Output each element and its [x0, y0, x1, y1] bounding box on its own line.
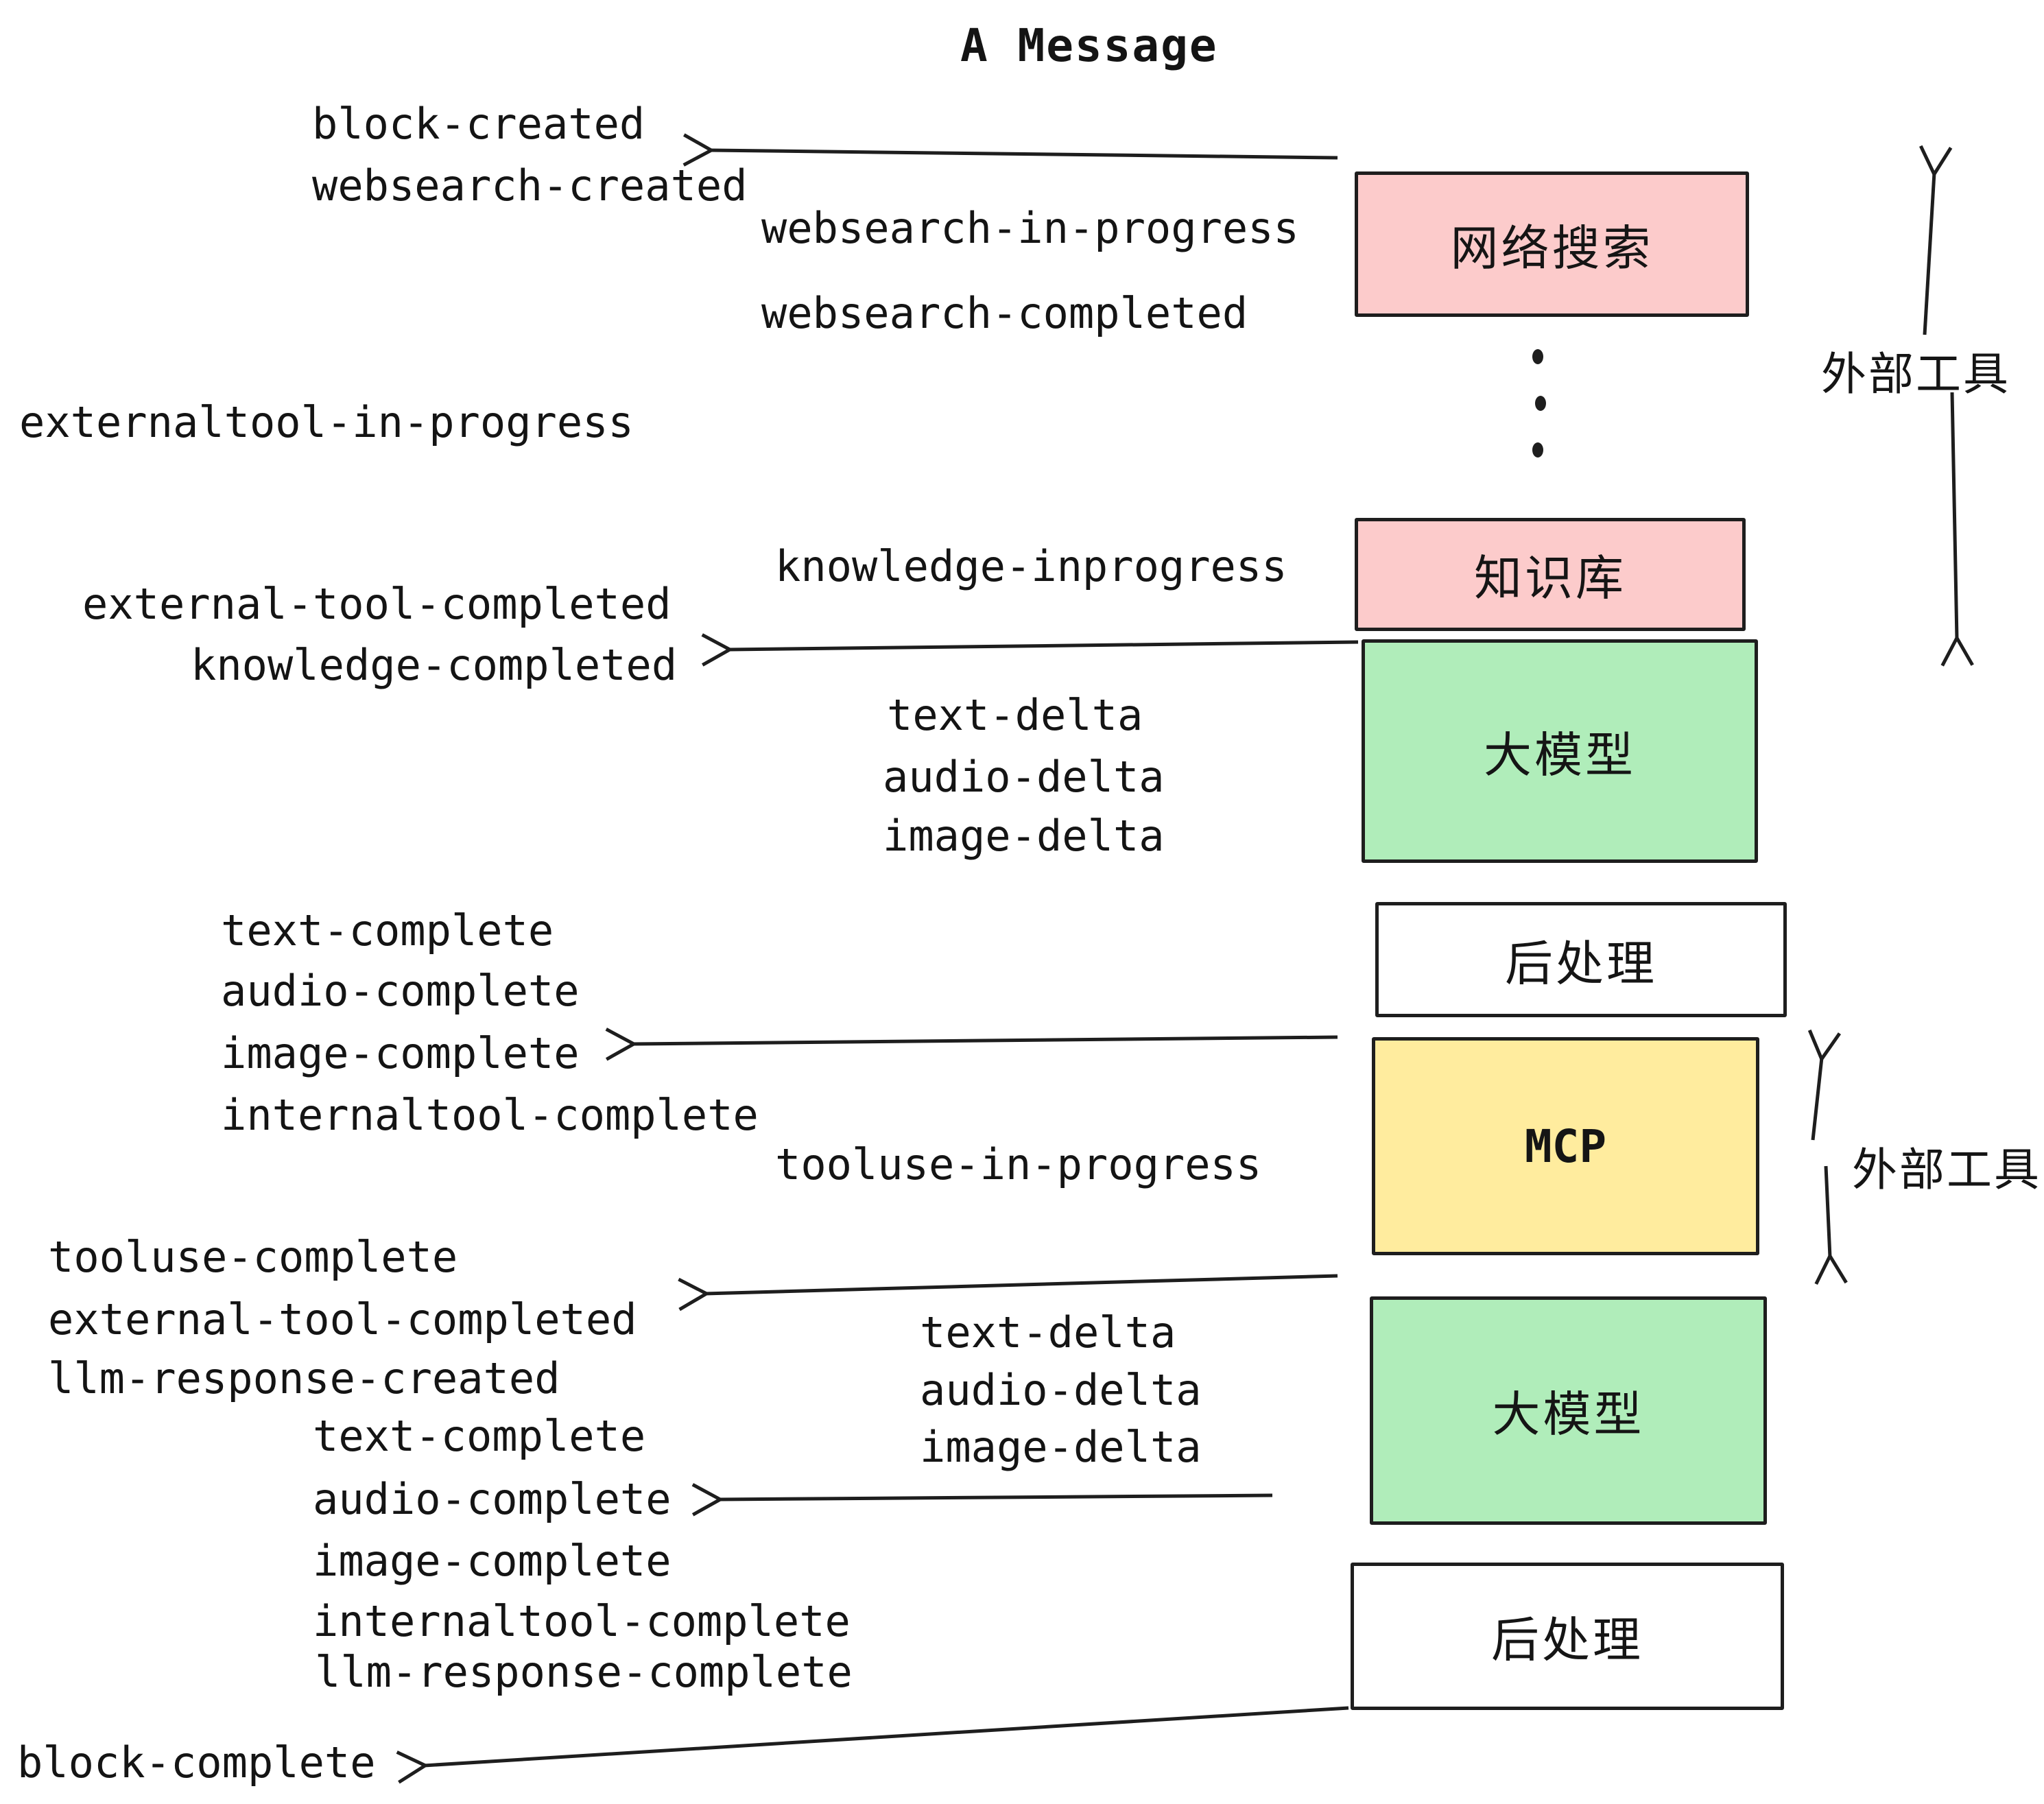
node-knowledge-label: 知识库 — [1474, 551, 1626, 605]
event-label-tooluse-in-progress: tooluse-in-progress — [775, 1139, 1262, 1189]
event-label-block-complete: block-complete — [17, 1737, 376, 1788]
event-label-image-delta-1: image-delta — [883, 811, 1165, 861]
ellipsis-dots — [1532, 349, 1546, 458]
event-label-text-delta-2: text-delta — [920, 1307, 1176, 1357]
event-label-audio-delta-1: audio-delta — [883, 752, 1165, 802]
event-label-external-tool-completed-1: external-tool-completed — [82, 579, 672, 629]
node-knowledge: 知识库 — [1355, 518, 1746, 631]
event-label-knowledge-inprogress: knowledge-inprogress — [775, 541, 1287, 591]
arrow-external-tools-bottom-down — [1814, 1165, 1848, 1285]
arrow-to-block-created — [682, 133, 1338, 167]
event-label-image-complete-1: image-complete — [221, 1028, 580, 1078]
event-label-text-delta-1: text-delta — [887, 690, 1143, 740]
event-label-external-tool-completed-2: external-tool-completed — [48, 1294, 637, 1344]
event-label-websearch-completed: websearch-completed — [761, 288, 1248, 338]
event-label-tooluse-complete: tooluse-complete — [48, 1232, 458, 1282]
page-title: A Message — [960, 19, 1218, 72]
node-websearch-label: 网络搜索 — [1450, 221, 1654, 275]
event-label-externaltool-in-progress: externaltool-in-progress — [19, 397, 634, 447]
node-llm-1-label: 大模型 — [1484, 728, 1636, 782]
event-label-image-delta-2: image-delta — [920, 1422, 1202, 1472]
arrow-to-block-complete — [396, 1706, 1349, 1784]
node-llm-2: 大模型 — [1370, 1296, 1767, 1525]
arrow-to-image-complete — [605, 1028, 1338, 1061]
event-label-llm-response-complete: llm-response-complete — [315, 1647, 853, 1697]
event-label-text-complete-1: text-complete — [221, 905, 554, 956]
external-tools-label-top: 外部工具 — [1821, 348, 2010, 399]
event-label-knowledge-completed: knowledge-completed — [191, 640, 678, 690]
node-mcp-label: MCP — [1524, 1119, 1607, 1173]
node-post-1-label: 后处理 — [1505, 936, 1657, 990]
node-post-2: 后处理 — [1351, 1563, 1784, 1710]
node-llm-2-label: 大模型 — [1492, 1388, 1645, 1441]
node-mcp: MCP — [1372, 1037, 1759, 1255]
external-tools-label-bottom: 外部工具 — [1852, 1144, 2041, 1195]
event-label-internaltool-complete-1: internaltool-complete — [221, 1090, 759, 1140]
node-websearch: 网络搜索 — [1355, 171, 1749, 317]
event-label-internaltool-complete-2: internaltool-complete — [313, 1596, 851, 1646]
node-post-1: 后处理 — [1375, 902, 1787, 1017]
node-post-2-label: 后处理 — [1491, 1613, 1643, 1667]
event-label-audio-complete-1: audio-complete — [221, 966, 580, 1016]
arrow-external-tools-bottom-up — [1807, 1029, 1842, 1141]
arrow-to-tooluse-complete — [678, 1274, 1338, 1312]
event-label-image-complete-2: image-complete — [313, 1536, 672, 1586]
event-label-audio-delta-2: audio-delta — [920, 1365, 1202, 1415]
event-label-block-created: block-created — [312, 99, 645, 149]
event-label-websearch-in-progress: websearch-in-progress — [761, 203, 1299, 253]
arrow-external-tools-top-down — [1940, 392, 1974, 667]
arrow-external-tools-top-up — [1919, 145, 1953, 335]
event-label-websearch-created: websearch-created — [312, 161, 748, 211]
event-label-llm-response-created: llm-response-created — [48, 1353, 560, 1403]
arrow-to-audio-complete — [691, 1483, 1273, 1517]
node-llm-1: 大模型 — [1362, 639, 1758, 863]
event-label-text-complete-2: text-complete — [313, 1411, 646, 1461]
arrow-to-knowledge-completed — [701, 633, 1359, 667]
event-label-audio-complete-2: audio-complete — [313, 1474, 672, 1524]
